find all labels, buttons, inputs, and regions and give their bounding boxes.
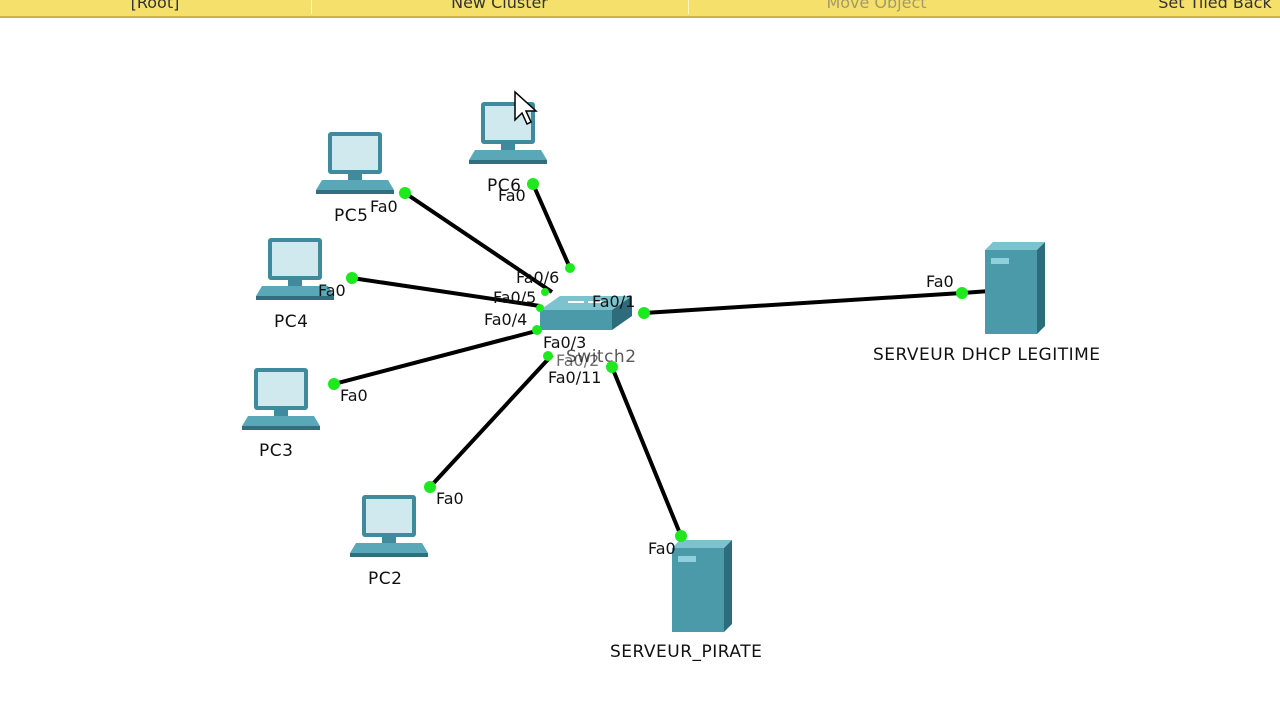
mouse-cursor-icon [514,90,538,126]
link-pc4[interactable] [351,276,541,308]
port-status-dot [956,287,968,299]
server-icon [985,242,1045,334]
pc6-port-label: Fa0 [498,186,526,205]
dhcp-pirate-server[interactable] [672,540,732,632]
pc3-device[interactable] [242,368,320,430]
pc-icon [350,495,428,557]
port-status-dot [532,325,542,335]
link-pc6[interactable] [531,183,572,269]
switch-port-fa0-11: Fa0/11 [548,368,601,387]
link-pc2[interactable] [428,353,554,489]
switch-port-fa0-5: Fa0/5 [493,288,536,307]
port-status-dot [399,187,411,199]
toolbar-divider [311,0,312,14]
move-object-button[interactable]: Move Object [826,0,927,12]
pc5-label: PC5 [334,206,368,226]
switch-port-fa0-1: Fa0/1 [592,292,635,311]
port-status-dot [536,304,544,312]
switch2-device[interactable] [540,296,632,330]
link-pc3[interactable] [333,328,541,386]
link-pc5[interactable] [403,191,554,294]
pc5-port-label: Fa0 [370,197,398,216]
pc6-label: PC6 [487,176,521,196]
port-status-dot [328,378,340,390]
switch-port-fa0-3: Fa0/3 [543,333,586,352]
set-tiled-background-button[interactable]: Set Tiled Back [1158,0,1272,12]
switch2-label: Switch2 [566,347,637,367]
dhcp-legit-label: SERVEUR DHCP LEGITIME [873,345,1101,365]
dhcp-pirate-label: SERVEUR_PIRATE [610,642,762,662]
port-status-dot [424,481,436,493]
dhcp-legit-port-label: Fa0 [926,272,954,291]
pc4-port-label: Fa0 [318,281,346,300]
switch-port-fa0-4: Fa0/4 [484,310,527,329]
pc3-label: PC3 [259,441,293,461]
port-status-dot [346,272,358,284]
new-cluster-button[interactable]: New Cluster [451,0,548,12]
pc2-port-label: Fa0 [436,489,464,508]
switch-port-fa0-6: Fa0/6 [516,268,559,287]
dhcp-legit-server[interactable] [985,242,1045,334]
pc5-device[interactable] [316,132,394,194]
root-button[interactable]: [Root] [130,0,180,12]
switch-port-fa0-2: Fa0/2 [556,351,599,370]
pc4-label: PC4 [274,312,308,332]
logical-toolbar: [Root] New Cluster Move Object Set Tiled… [0,0,1280,18]
link-dhcp-legit[interactable] [643,291,963,315]
port-status-dot [638,307,650,319]
link-dhcp-pirate[interactable] [610,366,683,537]
port-status-dot [527,178,539,190]
dhcp-pirate-port-label: Fa0 [648,539,676,558]
server-icon [672,540,732,632]
port-status-dot [543,351,553,361]
port-status-dot [675,530,687,542]
pc3-port-label: Fa0 [340,386,368,405]
pc2-label: PC2 [368,569,402,589]
switch-icon [540,296,632,330]
port-status-dot [606,361,618,373]
toolbar-divider [688,0,689,14]
pc-icon [316,132,394,194]
pc-icon [242,368,320,430]
port-status-dot [541,288,549,296]
pc2-device[interactable] [350,495,428,557]
port-status-dot [565,263,575,273]
